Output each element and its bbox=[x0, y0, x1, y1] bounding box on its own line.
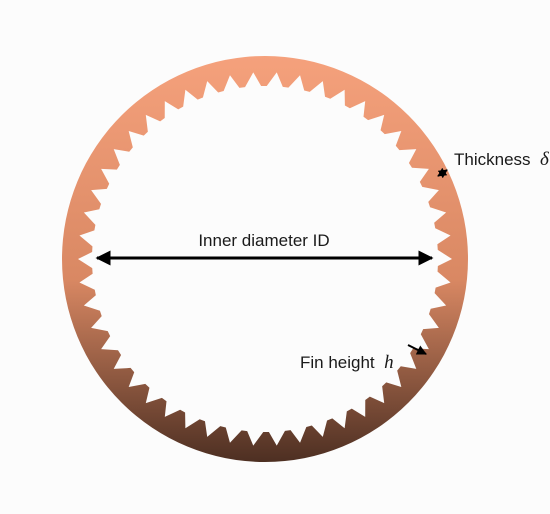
thickness-label: Thickness δ bbox=[454, 149, 550, 170]
inner-diameter-label: Inner diameter ID bbox=[198, 231, 329, 250]
fin-height-label-text: Fin height bbox=[300, 353, 375, 372]
thickness-arrow bbox=[437, 167, 448, 179]
fin-height-label: Fin height h bbox=[300, 352, 394, 373]
thickness-label-text: Thickness bbox=[454, 150, 531, 169]
fin-height-arrow bbox=[407, 344, 427, 355]
fin-height-symbol: h bbox=[384, 352, 394, 373]
thickness-symbol: δ bbox=[540, 149, 550, 170]
